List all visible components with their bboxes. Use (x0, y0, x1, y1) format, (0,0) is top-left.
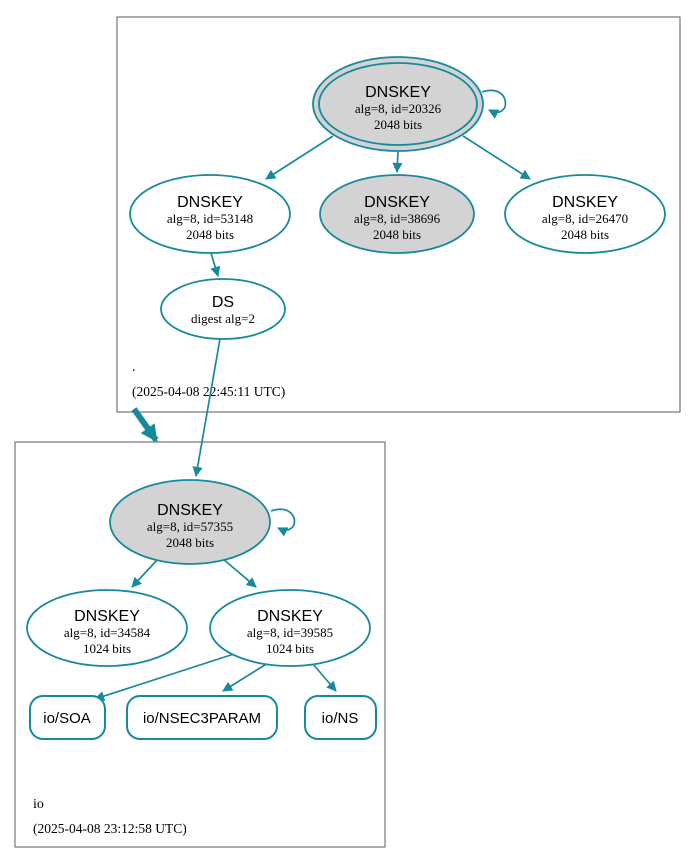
node-detail: alg=8, id=53148 (167, 211, 253, 226)
edge-ds-to-io-ksk (192, 338, 221, 478)
node-detail: alg=8, id=20326 (355, 101, 442, 116)
record-label: io/NS (322, 710, 359, 727)
node-title: DS (212, 294, 234, 311)
node-size: 2048 bits (561, 227, 609, 242)
dnskey-node-39585: DNSKEY alg=8, id=39585 1024 bits (209, 589, 371, 667)
node-size: 2048 bits (373, 227, 421, 242)
edge-zsk39585-to-soa (94, 652, 238, 702)
node-size: 1024 bits (266, 641, 314, 656)
dnskey-node-38696: DNSKEY alg=8, id=38696 2048 bits (319, 174, 475, 254)
node-title: DNSKEY (157, 502, 223, 519)
root-zone-label: . (132, 360, 136, 375)
edge-zsk39585-to-ns (312, 663, 337, 692)
node-detail: digest alg=2 (191, 311, 255, 326)
node-detail: alg=8, id=26470 (542, 211, 628, 226)
node-size: 2048 bits (186, 227, 234, 242)
edge-io-ksk-to-zsk34584 (131, 558, 159, 588)
record-label: io/NSEC3PARAM (143, 710, 261, 727)
edge-zsk53148-to-ds (210, 252, 221, 277)
record-io-soa: io/SOA (29, 695, 106, 740)
dnskey-node-34584: DNSKEY alg=8, id=34584 1024 bits (26, 589, 188, 667)
io-zone-box (14, 441, 386, 848)
node-size: 1024 bits (83, 641, 131, 656)
node-detail: alg=8, id=34584 (64, 625, 151, 640)
node-title: DNSKEY (177, 194, 243, 211)
dnskey-node-53148: DNSKEY alg=8, id=53148 2048 bits (129, 174, 291, 254)
node-title: DNSKEY (257, 608, 323, 625)
node-size: 2048 bits (166, 535, 214, 550)
node-detail: alg=8, id=57355 (147, 519, 233, 534)
edge-root-ksk-to-zsk53148 (265, 135, 334, 180)
node-title: DNSKEY (74, 608, 140, 625)
dnskey-node-20326: DNSKEY alg=8, id=20326 2048 bits (312, 56, 484, 152)
node-detail: alg=8, id=38696 (354, 211, 441, 226)
node-title: DNSKEY (552, 194, 618, 211)
edge-root-ksk-to-zsk26470 (462, 135, 531, 180)
dnskey-node-57355: DNSKEY alg=8, id=57355 2048 bits (109, 479, 271, 565)
edge-io-ksk-to-zsk39585 (222, 558, 257, 588)
edge-root-ksk-to-zsk38696 (392, 151, 403, 174)
node-size: 2048 bits (374, 117, 422, 132)
io-zone-label: io (33, 797, 44, 812)
dnskey-node-26470: DNSKEY alg=8, id=26470 2048 bits (504, 174, 666, 254)
record-io-nsec3param: io/NSEC3PARAM (126, 695, 278, 740)
root-zone-box (116, 16, 681, 413)
node-detail: alg=8, id=39585 (247, 625, 333, 640)
io-zone-timestamp: (2025-04-08 23:12:58 UTC) (33, 821, 187, 836)
edge-delegation-root-to-io (131, 407, 159, 443)
node-title: DNSKEY (364, 194, 430, 211)
record-label: io/SOA (43, 710, 91, 727)
edge-root-ksk-selfloop (481, 89, 507, 119)
node-title: DNSKEY (365, 84, 431, 101)
root-zone-timestamp: (2025-04-08 22:45:11 UTC) (132, 384, 285, 399)
record-io-ns: io/NS (304, 695, 377, 740)
edge-zsk39585-to-nsec3param (222, 662, 269, 692)
edge-io-ksk-selfloop (270, 508, 296, 537)
ds-node: DS digest alg=2 (160, 278, 286, 340)
